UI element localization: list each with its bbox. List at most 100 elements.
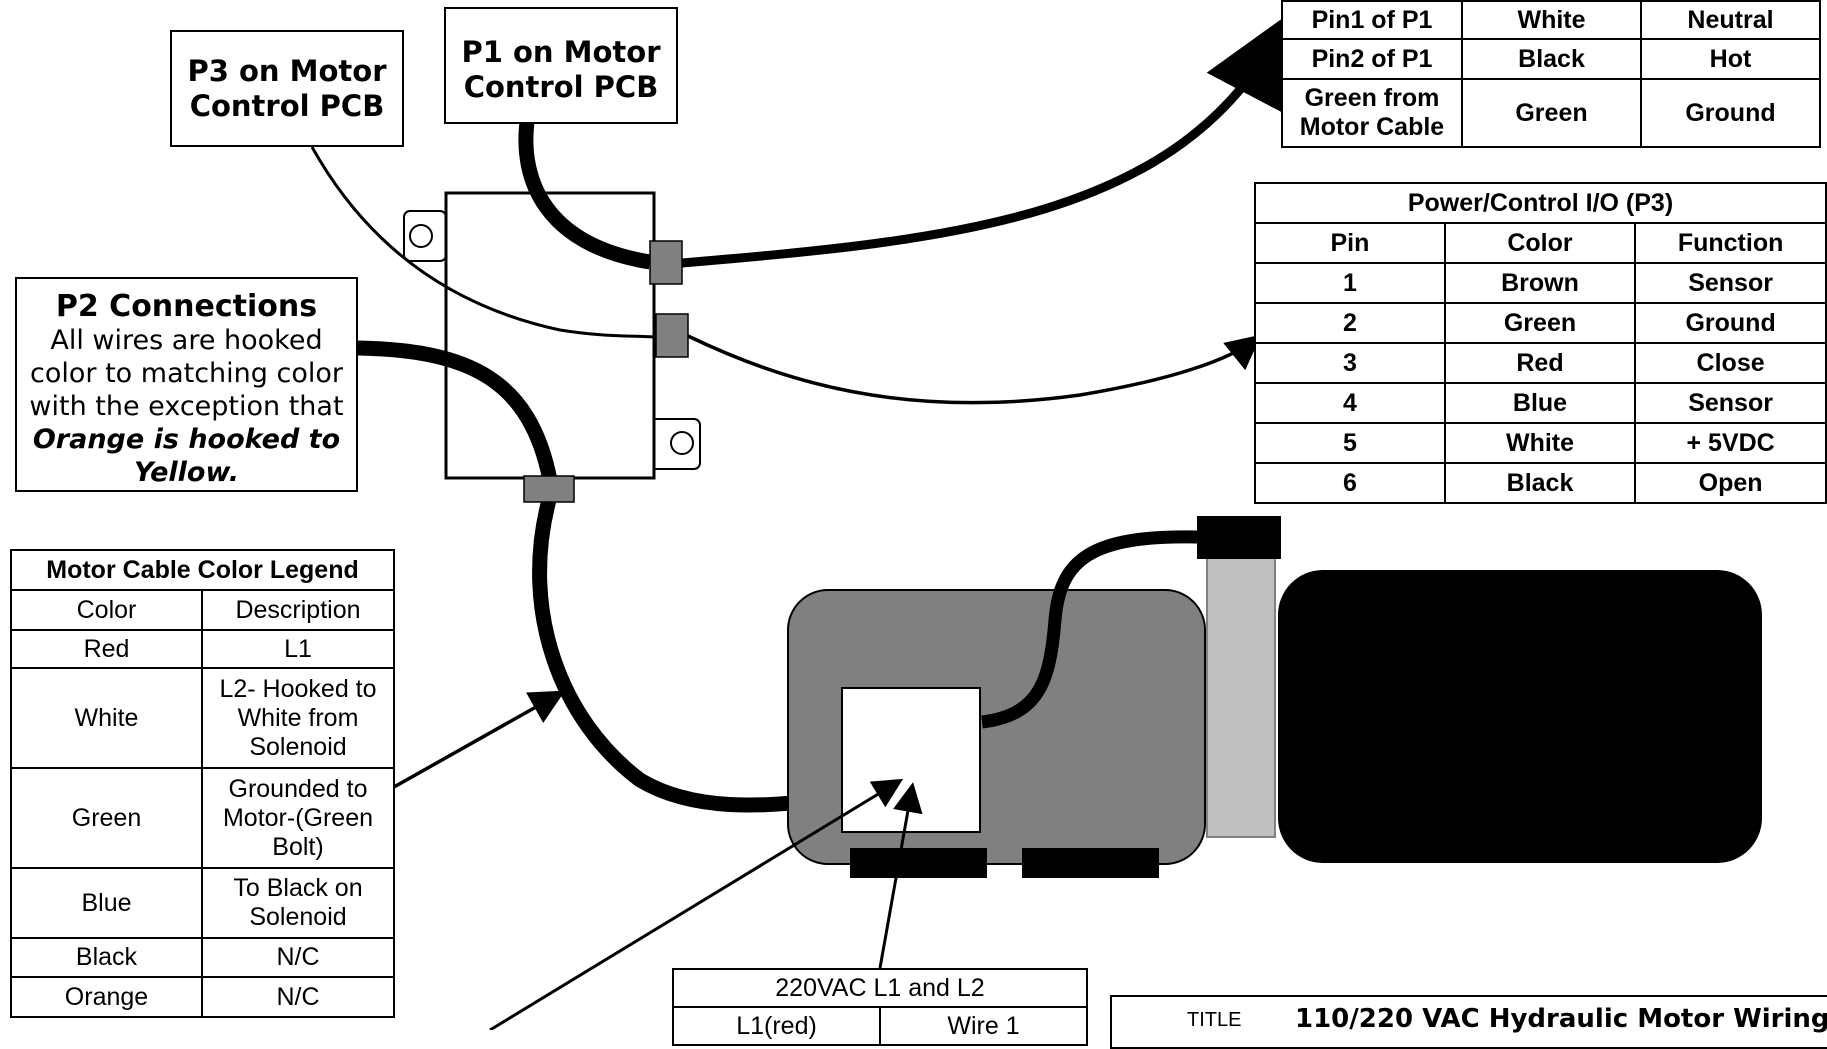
table-row: 5 White + 5VDC [1254,422,1827,464]
table-cell: Blue [1443,382,1637,424]
table-cell: Green from Motor Cable [1281,78,1463,148]
table-header-row: Color Description [10,589,395,631]
motor-cable-legend-table: Motor Cable Color Legend Color Descripti… [10,549,395,1018]
table-cell: L2- Hooked to White from Solenoid [201,667,395,769]
reservoir-hose [981,530,1198,729]
p3-connector [655,313,689,358]
legend-arrow [393,690,566,789]
p2-callout-body: All wires are hooked color to matching c… [29,325,344,422]
p2-callout: P2 Connections All wires are hooked colo… [15,277,358,492]
p3-callout: P3 on Motor Control PCB [170,30,404,147]
table-row: 3 Red Close [1254,342,1827,384]
table-row: Pin2 of P1 Black Hot [1281,38,1821,80]
table-row: Pin1 of P1 White Neutral [1281,0,1821,40]
table-cell: Sensor [1634,262,1827,304]
motor-foot-left [850,848,987,878]
table-cell: 3 [1254,342,1446,384]
table-row: L1(red) Wire 1 [672,1006,1088,1046]
table-cell: Pin2 of P1 [1281,38,1463,80]
table-cell: Red [1443,342,1637,384]
table-cell: Sensor [1634,382,1827,424]
table-row: Green Grounded to Motor-(Green Bolt) [10,767,395,869]
motor-foot-right [1022,848,1159,878]
p1-arrow [681,14,1289,268]
table-cell: 1 [1254,262,1446,304]
table-row: Green from Motor Cable Green Ground [1281,78,1821,148]
pump-body [1278,570,1762,863]
table-row: 1 Brown Sensor [1254,262,1827,304]
l1-l2-table: 220VAC L1 and L2 L1(red) Wire 1 [672,968,1088,1046]
p2-callout-emphasis: Orange is hooked to Yellow. [32,423,341,488]
table-cell: Close [1634,342,1827,384]
column-header: Function [1634,222,1827,264]
reservoir-tube [1206,524,1276,838]
table-cell: White [1443,422,1637,464]
table-cell: Orange [10,976,203,1018]
table-cell: Green [1443,302,1637,344]
table-cell: L1 [201,629,395,669]
solenoid-mount-hole-left [409,224,433,248]
table-cell: L1(red) [672,1006,881,1046]
table-row: 6 Black Open [1254,462,1827,504]
table-row: White L2- Hooked to White from Solenoid [10,667,395,769]
table-cell: 6 [1254,462,1446,504]
solenoid-mount-hole-right [670,431,694,455]
p1-callout: P1 on Motor Control PCB [444,7,678,124]
table-cell: Black [10,937,203,978]
table-cell: White [1461,0,1642,40]
table-title-row: Motor Cable Color Legend [10,549,395,591]
table-row: 4 Blue Sensor [1254,382,1827,424]
motor-cable [532,498,848,813]
reservoir-cap [1197,516,1281,559]
table-cell: N/C [201,976,395,1018]
table-cell: Brown [1443,262,1637,304]
table-cell: Green [10,767,203,869]
table-row: Red L1 [10,629,395,669]
l1-l2-table-title: 220VAC L1 and L2 [672,968,1088,1008]
p3-callout-line2: Control PCB [189,88,385,123]
legend-table-title: Motor Cable Color Legend [10,549,395,591]
table-title-row: 220VAC L1 and L2 [672,968,1088,1008]
p3-wire [310,146,669,340]
p2-connector [523,475,575,503]
table-cell: White [10,667,203,769]
table-cell: Ground [1634,302,1827,344]
title-block-label: TITLE [1187,1009,1242,1031]
title-block-value: 110/220 VAC Hydraulic Motor Wiring [1295,1004,1827,1034]
table-cell: Grounded to Motor-(Green Bolt) [201,767,395,869]
table-cell: Hot [1640,38,1821,80]
title-block: TITLE 110/220 VAC Hydraulic Motor Wiring [1110,995,1827,1049]
p3-table-title: Power/Control I/O (P3) [1254,182,1827,224]
table-cell: Black [1461,38,1642,80]
column-header: Color [1443,222,1637,264]
table-cell: Black [1443,462,1637,504]
table-row: Blue To Black on Solenoid [10,867,395,939]
table-cell: Ground [1640,78,1821,148]
table-cell: Green [1461,78,1642,148]
table-cell: N/C [201,937,395,978]
table-row: Orange N/C [10,976,395,1018]
p3-arrow [687,334,1262,405]
table-row: Black N/C [10,937,395,978]
table-header-row: Pin Color Function [1254,222,1827,264]
p1-connector [649,240,683,285]
p1-pin-table: Pin1 of P1 White Neutral Pin2 of P1 Blac… [1281,0,1821,148]
table-cell: 4 [1254,382,1446,424]
column-header: Color [10,589,203,631]
table-cell: 5 [1254,422,1446,464]
p1-callout-line1: P1 on Motor [461,35,661,69]
table-cell: To Black on Solenoid [201,867,395,939]
table-cell: + 5VDC [1634,422,1827,464]
column-header: Description [201,589,395,631]
column-header: Pin [1254,222,1446,264]
table-row: 2 Green Ground [1254,302,1827,344]
table-title-row: Power/Control I/O (P3) [1254,182,1827,224]
p3-callout-line1: P3 on Motor [187,54,387,88]
junction-arrow-left [489,778,904,1030]
motor-junction-box [841,687,981,833]
table-cell: Wire 1 [879,1006,1088,1046]
p2-callout-title: P2 Connections [55,289,318,324]
p1-wire [518,121,652,270]
p1-callout-line2: Control PCB [463,69,659,104]
